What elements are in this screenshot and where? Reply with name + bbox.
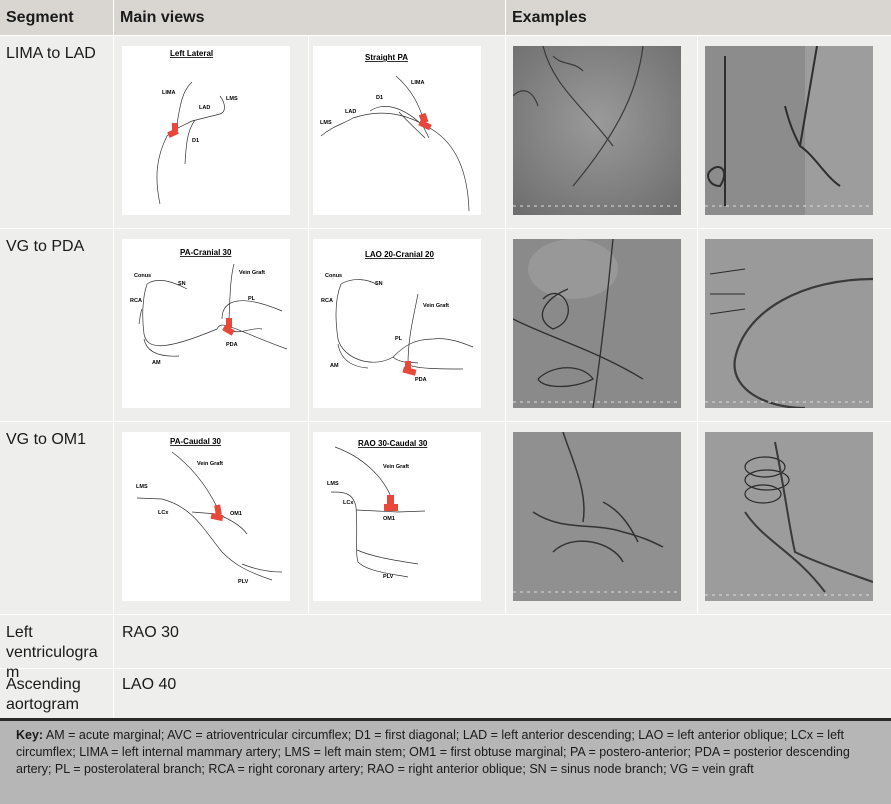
- segment-vg-pda: VG to PDA: [6, 238, 85, 255]
- label: LCx: [158, 510, 169, 516]
- label: D1: [192, 138, 199, 144]
- divider: [0, 614, 891, 615]
- angiogram-example: [705, 432, 873, 601]
- diagram-left-lateral: Left Lateral LIMA LAD LMS D1: [122, 46, 290, 215]
- label: PL: [395, 336, 403, 342]
- label: LAD: [199, 105, 210, 111]
- header-examples: Examples: [506, 0, 891, 35]
- segment-left-ventriculogram: Left ventriculogram: [6, 624, 98, 681]
- diagram-straight-pa: Straight PA LIMA D1 LAD LMS: [313, 46, 481, 215]
- label: LMS: [327, 481, 339, 487]
- label: SN: [375, 281, 383, 287]
- label: LIMA: [411, 80, 424, 86]
- diagram-rao-30-caudal-30: RAO 30-Caudal 30 Vein Graft LMS LCx OM1 …: [313, 432, 481, 601]
- segment-lima-lad: LIMA to LAD: [6, 45, 96, 62]
- label: Conus: [134, 273, 151, 279]
- abbreviation-key: Key: AM = acute marginal; AVC = atrioven…: [0, 718, 891, 804]
- angiogram-example: [513, 46, 681, 215]
- divider: [505, 0, 506, 614]
- divider: [0, 668, 891, 669]
- diagram-title: Left Lateral: [170, 49, 213, 58]
- view-value: LAO 40: [122, 676, 177, 693]
- label: AM: [330, 363, 339, 369]
- segment-ascending-aortogram: Ascending aortogram: [6, 676, 81, 713]
- label: PLV: [238, 579, 249, 585]
- view-value: RAO 30: [122, 624, 179, 641]
- divider: [697, 35, 698, 614]
- label: LMS: [136, 484, 148, 490]
- key-text: AM = acute marginal; AVC = atrioventricu…: [16, 728, 850, 776]
- divider: [113, 0, 114, 718]
- divider: [0, 228, 891, 229]
- key-label: Key:: [16, 728, 44, 742]
- label: Vein Graft: [383, 464, 409, 470]
- divider: [308, 35, 309, 614]
- diagram-pa-caudal-30: PA-Caudal 30 Vein Graft LMS LCx OM1 PLV: [122, 432, 290, 601]
- diagram-title: Straight PA: [365, 53, 408, 62]
- header-segment: Segment: [0, 0, 113, 35]
- diagram-title: RAO 30-Caudal 30: [358, 439, 428, 448]
- diagram-pa-cranial-30: PA-Cranial 30 Conus SN RCA Vein Graft PL…: [122, 239, 290, 408]
- label: LMS: [320, 120, 332, 126]
- label: Vein Graft: [423, 303, 449, 309]
- label: LMS: [226, 96, 238, 102]
- label: RCA: [321, 298, 333, 304]
- label: Vein Graft: [239, 270, 265, 276]
- divider: [0, 35, 891, 36]
- label: OM1: [383, 516, 395, 522]
- label: LIMA: [162, 90, 175, 96]
- angiogram-example: [513, 239, 681, 408]
- segment-vg-om1: VG to OM1: [6, 431, 87, 448]
- label: D1: [376, 95, 383, 101]
- diagram-title: PA-Cranial 30: [180, 248, 232, 257]
- label: OM1: [230, 511, 242, 517]
- header-main-views: Main views: [114, 0, 505, 35]
- label: AM: [152, 360, 161, 366]
- angiogram-example: [705, 239, 873, 408]
- label: PLV: [383, 574, 394, 580]
- diagram-title: PA-Caudal 30: [170, 437, 222, 446]
- label: PDA: [226, 342, 238, 348]
- angiogram-example: [513, 432, 681, 601]
- label: SN: [178, 281, 186, 287]
- angiogram-example: [705, 46, 873, 215]
- label: RCA: [130, 298, 142, 304]
- label: PDA: [415, 377, 427, 383]
- label: Conus: [325, 273, 342, 279]
- diagram-lao-20-cranial-20: LAO 20-Cranial 20 Conus SN RCA Vein Graf…: [313, 239, 481, 408]
- label: LAD: [345, 109, 356, 115]
- label: LCx: [343, 500, 354, 506]
- diagram-title: LAO 20-Cranial 20: [365, 250, 434, 259]
- divider: [0, 421, 891, 422]
- label: Vein Graft: [197, 461, 223, 467]
- label: PL: [248, 296, 256, 302]
